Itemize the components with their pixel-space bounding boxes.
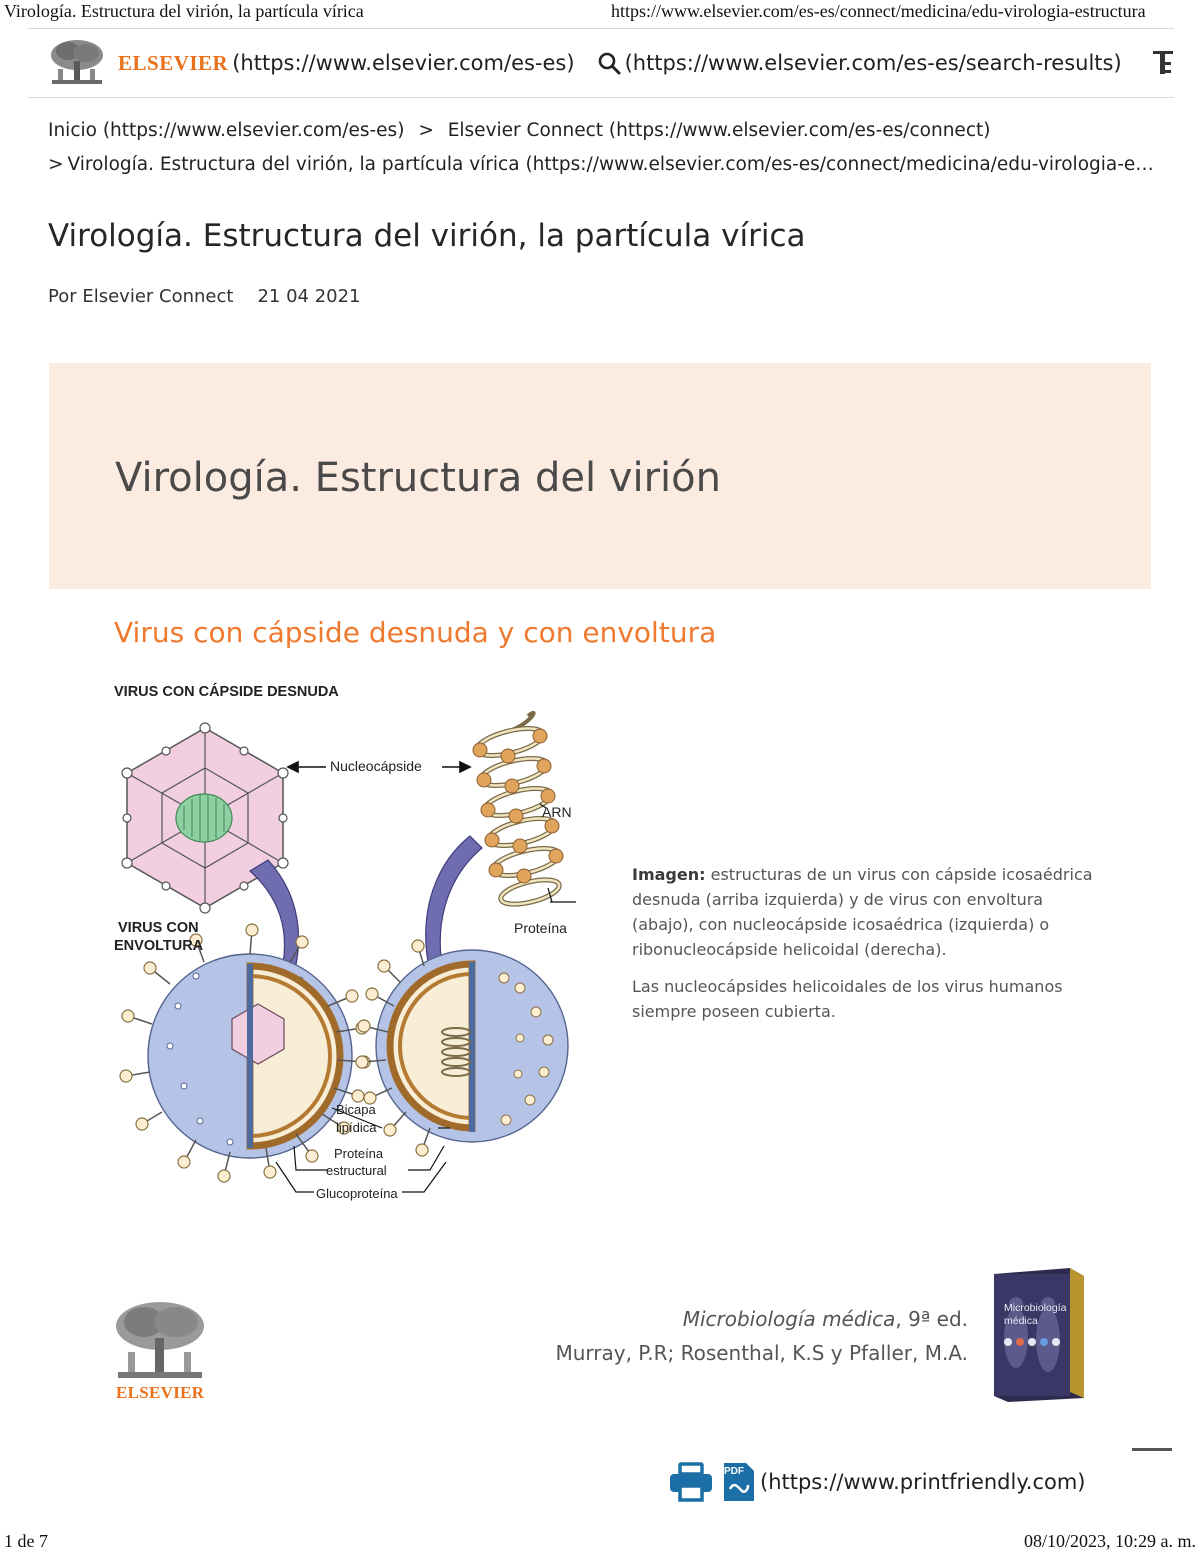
caption-text-1: estructuras de un virus con cápside icos… xyxy=(632,865,1093,959)
breadcrumb-separator: > xyxy=(418,120,434,141)
cover-title-1: Microbiología xyxy=(1004,1302,1067,1314)
print-header-title: Virología. Estructura del virión, la par… xyxy=(4,1,364,21)
byline: Por Elsevier Connect 21 04 2021 xyxy=(48,286,361,307)
caption-lead: Imagen: xyxy=(632,865,706,884)
book-title-line: Microbiología médica, 9ª ed. xyxy=(470,1302,968,1336)
author: Por Elsevier Connect xyxy=(48,286,234,307)
breadcrumb-home[interactable]: Inicio (https://www.elsevier.com/es-es) xyxy=(48,120,405,141)
label-structural-line1: Proteína xyxy=(334,1146,384,1161)
print-header-url: https://www.elsevier.com/es-es/connect/m… xyxy=(611,1,1146,21)
book-cover-image xyxy=(994,1268,1084,1402)
breadcrumb-current[interactable]: Virología. Estructura del virión, la par… xyxy=(67,154,1158,175)
publish-date: 21 04 2021 xyxy=(257,286,361,307)
elsevier-brand[interactable]: ELSEVIER xyxy=(118,50,229,75)
print-header: Virología. Estructura del virión, la par… xyxy=(0,0,1200,22)
label-bilayer-line2: lipídica xyxy=(336,1120,377,1135)
elsevier-tree-logo-icon xyxy=(116,1302,204,1378)
printfriendly-bar: PDF (https://www.printfriendly.com) xyxy=(668,1460,1086,1504)
book-cover: Microbiología médica xyxy=(984,1268,1088,1402)
label-envelope-line1: VIRUS CON xyxy=(118,920,199,936)
cover-title-2: médica xyxy=(1004,1315,1038,1327)
label-envelope-line2: ENVOLTURA xyxy=(114,938,204,954)
label-protein: Proteína xyxy=(514,920,567,936)
banner-title: Virología. Estructura del virión xyxy=(115,455,721,501)
home-link[interactable]: (https://www.elsevier.com/es-es) xyxy=(232,51,575,75)
breadcrumb-separator: > xyxy=(48,154,64,175)
print-icon[interactable] xyxy=(668,1462,714,1502)
breadcrumb: Inicio (https://www.elsevier.com/es-es) … xyxy=(48,114,1158,182)
breadcrumb-row-1: Inicio (https://www.elsevier.com/es-es) … xyxy=(48,114,1158,148)
section-heading: Virus con cápside desnuda y con envoltur… xyxy=(114,616,717,649)
print-datetime: 08/10/2023, 10:29 a. m. xyxy=(1024,1531,1196,1551)
label-bilayer-line1: Bicapa xyxy=(336,1102,376,1117)
pdf-label: PDF xyxy=(724,1466,744,1477)
book-reference: Microbiología médica, 9ª ed. Murray, P.R… xyxy=(470,1302,968,1370)
figure-caption: Imagen: estructuras de un virus con cáps… xyxy=(632,862,1102,1036)
divider-dash xyxy=(1132,1448,1172,1451)
site-header: ELSEVIER (https://www.elsevier.com/es-es… xyxy=(28,28,1174,98)
virus-diagram-illustration xyxy=(119,710,576,1193)
reference-brand: ELSEVIER xyxy=(116,1383,205,1402)
hero-banner: Virología. Estructura del virión xyxy=(49,363,1151,589)
breadcrumb-row-2: >Virología. Estructura del virión, la pa… xyxy=(48,148,1158,182)
book-authors: Murray, P.R; Rosenthal, K.S y Pfaller, M… xyxy=(555,1341,968,1365)
breadcrumb-connect[interactable]: Elsevier Connect (https://www.elsevier.c… xyxy=(447,120,991,141)
virus-structure-figure: VIRUS CON CÁPSIDE DESNUDA VIRUS CON ENVO… xyxy=(100,676,600,1206)
book-title: Microbiología médica xyxy=(682,1307,896,1331)
label-naked-capsid: VIRUS CON CÁPSIDE DESNUDA xyxy=(114,684,339,700)
book-edition: , 9ª ed. xyxy=(895,1307,968,1331)
page-number: 1 de 7 xyxy=(4,1531,48,1551)
elsevier-tree-logo-icon[interactable] xyxy=(48,39,106,87)
label-structural-line2: estructural xyxy=(326,1163,387,1178)
menu-icon[interactable] xyxy=(1152,48,1174,78)
caption-paragraph-1: Imagen: estructuras de un virus con cáps… xyxy=(632,862,1102,962)
page-title: Virología. Estructura del virión, la par… xyxy=(48,218,806,254)
print-footer: 1 de 7 08/10/2023, 10:29 a. m. xyxy=(0,1530,1200,1552)
pdf-icon[interactable] xyxy=(720,1461,758,1503)
search-icon[interactable] xyxy=(597,51,621,75)
search-link[interactable]: (https://www.elsevier.com/es-es/search-r… xyxy=(624,51,1122,75)
label-nucleocapsid: Nucleocápside xyxy=(330,758,422,774)
label-glycoprotein: Glucoproteína xyxy=(316,1186,398,1201)
printfriendly-link[interactable]: (https://www.printfriendly.com) xyxy=(760,1470,1086,1494)
label-arn: ARN xyxy=(542,804,572,820)
caption-paragraph-2: Las nucleocápsides helicoidales de los v… xyxy=(632,977,1063,1021)
